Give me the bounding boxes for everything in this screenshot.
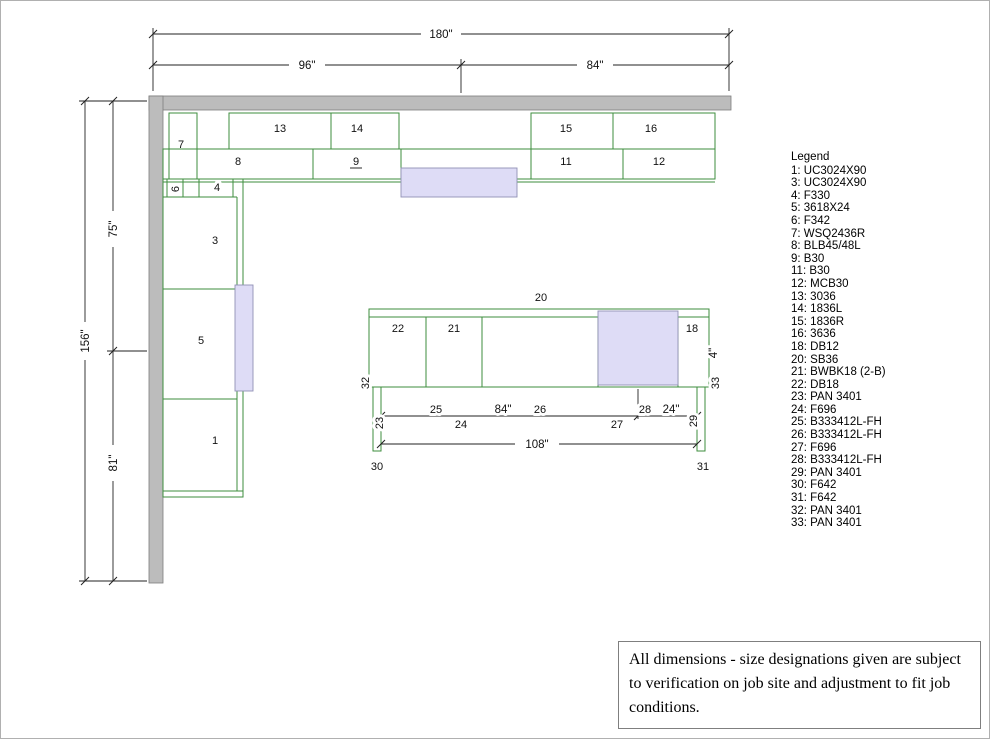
legend-item: 14: 1836L [791, 303, 843, 316]
label-cabinet-22: 22 [392, 323, 404, 335]
dim-left-width: 96" [299, 60, 316, 72]
label-cabinet-6: 6 [170, 186, 182, 192]
label-cabinet-12: 12 [653, 156, 665, 168]
label-cabinet-4: 4 [214, 182, 220, 194]
legend-item: 7: WSQ2436R [791, 227, 866, 240]
label-cabinet-9: 9 [353, 156, 359, 168]
legend-item: 30: F642 [791, 479, 837, 492]
legend-item: 5: 3618X24 [791, 202, 850, 215]
legend-item: 1: UC3024X90 [791, 164, 867, 177]
label-cabinet-33: 33 [710, 377, 722, 389]
note-text: All dimensions - size designations given… [629, 651, 961, 716]
legend-title: Legend [791, 151, 830, 163]
legend-item: 28: B333412L-FH [791, 454, 882, 467]
label-cabinet-20: 20 [535, 292, 547, 304]
label-cabinet-7: 7 [178, 139, 184, 151]
top-wall [148, 95, 732, 111]
left-appliance [234, 284, 254, 392]
legend-item: 22: DB18 [791, 378, 839, 391]
legend-item: 23: PAN 3401 [791, 391, 862, 404]
island-counter [368, 308, 710, 388]
legend-item: 8: BLB45/48L [791, 240, 861, 253]
legend-item: 32: PAN 3401 [791, 504, 862, 517]
legend-item: 16: 3636 [791, 328, 836, 341]
label-cabinet-1: 1 [212, 435, 218, 447]
legend-item: 12: MCB30 [791, 277, 849, 290]
legend-item: 6: F342 [791, 214, 830, 227]
label-cabinet-23: 23 [374, 417, 386, 429]
label-cabinet-8: 8 [235, 156, 241, 168]
label-cabinet-3: 3 [212, 235, 218, 247]
dim-island-right: 24" [663, 404, 680, 416]
legend-item: 3: UC3024X90 [791, 177, 867, 190]
label-cabinet-13: 13 [274, 123, 286, 135]
label-cabinet-11: 11 [560, 156, 571, 168]
legend-item: 18: DB12 [791, 340, 839, 353]
label-cabinet-25: 25 [430, 404, 442, 416]
label-cabinet-5: 5 [198, 335, 204, 347]
dim-total-height: 156" [80, 329, 92, 352]
legend-item: 29: PAN 3401 [791, 466, 862, 479]
label-cabinet-31: 31 [697, 461, 709, 473]
cabinet-16 [612, 112, 716, 150]
left-wall [148, 95, 164, 584]
island-end-panel-left [372, 386, 382, 452]
label-cabinet-32: 32 [360, 377, 372, 389]
legend-item: 11: B30 [791, 265, 830, 278]
label-cabinet-21: 21 [448, 323, 460, 335]
dim-total-width: 180" [429, 29, 452, 41]
dimension-lines-island: 84" 24" 108" 4" [376, 345, 723, 451]
label-cabinet-15: 15 [560, 123, 572, 135]
dimension-lines-top: 180" 96" 84" [148, 28, 734, 93]
dim-upper-height: 75" [108, 221, 120, 238]
legend-item: 21: BWBK18 (2-B) [791, 366, 886, 379]
legend-item: 26: B333412L-FH [791, 429, 882, 442]
label-cabinet-16: 16 [645, 123, 657, 135]
legend-item: 13: 3036 [791, 290, 836, 303]
dim-island-total: 108" [525, 439, 548, 451]
dimension-lines-left: 156" 75" 81" [79, 96, 147, 586]
island-sink-appliance [597, 310, 679, 386]
island-end-panel-right [696, 386, 706, 452]
dim-island-main: 84" [495, 404, 512, 416]
legend-item: 24: F696 [791, 403, 837, 416]
label-cabinet-18: 18 [686, 323, 698, 335]
legend-item: 4: F330 [791, 189, 830, 202]
dim-right-width: 84" [587, 60, 604, 72]
legend-item: 20: SB36 [791, 353, 839, 366]
island [368, 308, 710, 452]
legend-item: 33: PAN 3401 [791, 517, 862, 530]
legend-item: 15: 1836R [791, 315, 845, 328]
label-cabinet-24: 24 [455, 419, 467, 431]
label-cabinet-26: 26 [534, 404, 546, 416]
legend-item: 27: F696 [791, 441, 837, 454]
note-box: All dimensions - size designations given… [618, 641, 981, 729]
dim-island-side: 4" [708, 348, 720, 358]
cabinet-labels: 13 14 15 16 7 8 9 11 12 6 4 3 5 1 20 22 … [167, 123, 725, 473]
label-cabinet-28: 28 [639, 404, 651, 416]
legend-item: 25: B333412L-FH [791, 416, 882, 429]
label-cabinet-29: 29 [688, 415, 700, 427]
dim-lower-height: 81" [108, 455, 120, 472]
label-cabinet-27: 27 [611, 419, 623, 431]
legend-item: 9: B30 [791, 252, 825, 265]
label-cabinet-30: 30 [371, 461, 383, 473]
legend-item: 31: F642 [791, 492, 837, 505]
cabinet-14 [330, 112, 400, 150]
appliances [234, 167, 518, 392]
wall-appliance [400, 167, 518, 198]
label-cabinet-14: 14 [351, 123, 363, 135]
